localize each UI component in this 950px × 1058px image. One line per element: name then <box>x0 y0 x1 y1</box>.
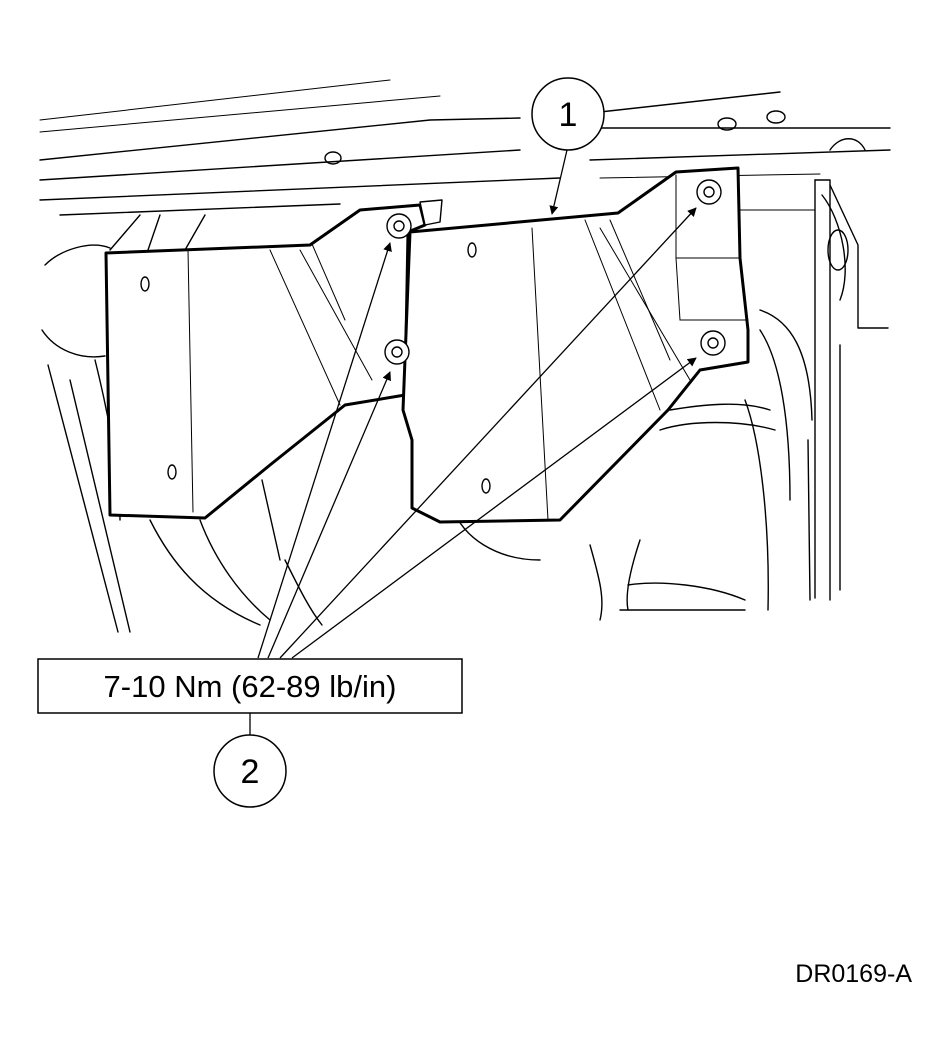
right-shield <box>401 166 750 524</box>
figure-id: DR0169-A <box>795 960 912 988</box>
callout-1-number: 1 <box>559 96 578 134</box>
callout-2-number: 2 <box>241 753 260 791</box>
callout-2: 2 <box>213 734 287 808</box>
callout-1-leader <box>549 149 568 215</box>
torque-leader-lines <box>257 207 697 659</box>
dash-panel-background <box>39 79 891 601</box>
bolt-lower-left <box>384 339 410 365</box>
bolt-upper-left <box>386 213 412 239</box>
callout-1: 1 <box>531 77 605 151</box>
bolt-lower-right <box>700 330 726 356</box>
bolt-upper-right <box>696 179 722 205</box>
torque-spec-box: 7-10 Nm (62-89 lb/in) <box>37 658 463 714</box>
pedal-assembly-background <box>41 214 813 633</box>
torque-spec-label: 7-10 Nm (62-89 lb/in) <box>104 669 397 704</box>
